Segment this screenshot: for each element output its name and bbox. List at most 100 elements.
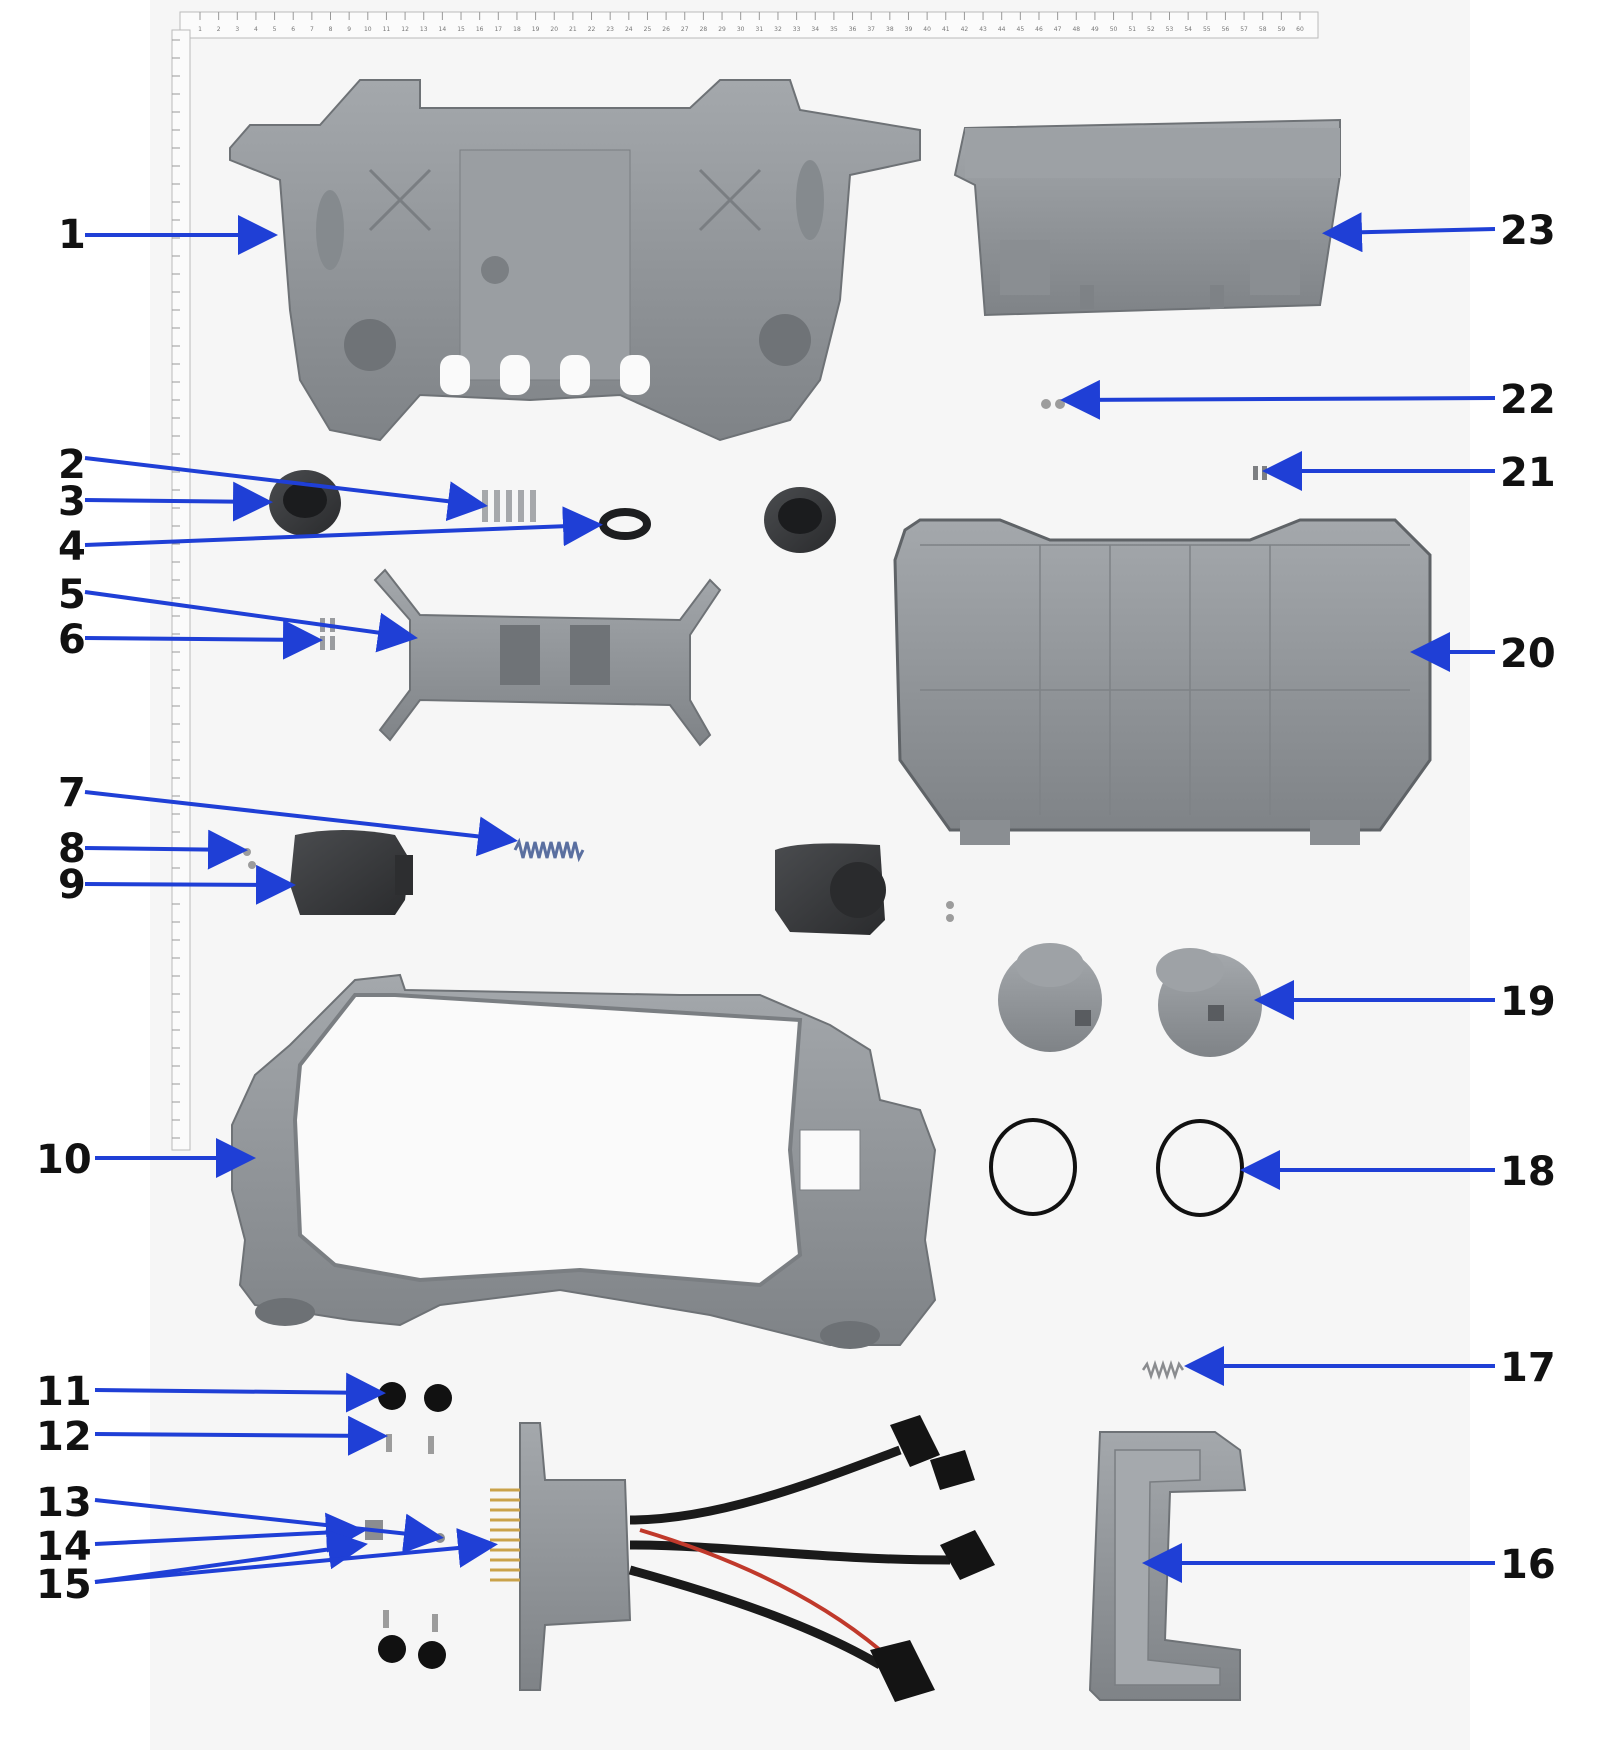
callout-label-15: 15	[36, 1562, 92, 1608]
callout-label-23: 23	[1500, 208, 1556, 254]
callout-label-6: 6	[58, 617, 86, 663]
callout-label-14: 14	[36, 1524, 92, 1570]
ruler-tick-label: 4	[254, 26, 258, 33]
part-1-rear-housing	[229, 79, 921, 442]
callout-label-12: 12	[36, 1414, 92, 1460]
ruler-tick-label: 53	[1166, 26, 1174, 33]
callout-arrow-9	[84, 864, 296, 905]
callout-label-9: 9	[58, 862, 86, 908]
callout-arrow-13	[94, 1498, 444, 1554]
ruler-tick-label: 34	[811, 26, 819, 33]
callout-arrow-11	[94, 1372, 386, 1413]
ruler-tick-label: 40	[923, 26, 931, 33]
ruler-tick-label: 45	[1017, 26, 1025, 33]
ruler-tick-label: 22	[588, 26, 596, 33]
callout-label-3: 3	[58, 479, 86, 525]
ruler-tick-label: 10	[364, 26, 372, 33]
part-12-screws	[383, 1434, 438, 1632]
callout-label-19: 19	[1500, 979, 1556, 1025]
ruler-tick-label: 30	[737, 26, 745, 33]
ruler-tick-label: 7	[310, 26, 314, 33]
part-5-bracket	[373, 568, 722, 747]
callout-arrow-23	[1322, 212, 1496, 253]
ruler-tick-label: 32	[774, 26, 782, 33]
ruler-tick-label: 28	[700, 26, 708, 33]
ruler-tick-label: 42	[961, 26, 969, 33]
ruler-tick-label: 12	[401, 26, 409, 33]
ruler-tick-label: 31	[756, 26, 764, 33]
part-9-cap	[290, 830, 413, 915]
callout-arrow-2	[84, 456, 488, 522]
ruler-tick-label: 26	[662, 26, 670, 33]
callout-label-8: 8	[58, 826, 86, 872]
ruler-tick-label: 18	[513, 26, 521, 33]
ruler-tick-label: 59	[1278, 26, 1286, 33]
callout-arrow-5	[84, 590, 418, 653]
callout-arrow-6	[84, 619, 323, 660]
ruler-tick-label: 57	[1240, 26, 1248, 33]
ruler-tick-label: 1	[198, 26, 202, 33]
callout-arrow-7	[84, 790, 518, 857]
ruler-tick-label: 2	[217, 26, 221, 33]
ruler-tick-label: 14	[439, 26, 447, 33]
callout-arrow-12	[94, 1415, 388, 1456]
ruler-tick-label: 13	[420, 26, 428, 33]
ruler-tick-label: 46	[1035, 26, 1043, 33]
ruler-tick-label: 39	[905, 26, 913, 33]
ruler-tick-label: 16	[476, 26, 484, 33]
callout-label-7: 7	[58, 770, 86, 816]
ruler-tick-label: 21	[569, 26, 577, 33]
part-19-round-caps	[998, 943, 1262, 1057]
part-4-gasket	[599, 508, 651, 540]
ruler-tick-label: 9	[347, 26, 351, 33]
callout-arrow-14	[94, 1512, 366, 1553]
callout-arrow-15	[94, 1528, 498, 1584]
callout-label-17: 17	[1500, 1345, 1556, 1391]
callout-label-5: 5	[58, 572, 86, 618]
part-20-tray	[893, 518, 1432, 845]
callout-label-10: 10	[36, 1137, 92, 1183]
rubber-grommet-duplicate	[764, 487, 836, 553]
ruler-tick-label: 55	[1203, 26, 1211, 33]
ruler-tick-label: 35	[830, 26, 838, 33]
ruler-tick-label: 17	[494, 26, 502, 33]
callout-arrows	[84, 212, 1496, 1584]
ruler-tick-label: 11	[383, 26, 391, 33]
ruler-tick-label: 43	[979, 26, 987, 33]
part-17-spring	[1141, 1360, 1185, 1380]
callout-label-22: 22	[1500, 377, 1556, 423]
part-10-frame	[231, 973, 937, 1349]
cap-duplicate	[775, 843, 886, 935]
ruler-tick-label: 52	[1147, 26, 1155, 33]
ruler-tick-label: 15	[457, 26, 465, 33]
ruler-tick-label: 51	[1128, 26, 1136, 33]
vertical-ruler	[171, 29, 191, 1151]
callout-label-13: 13	[36, 1480, 92, 1526]
callout-arrow-22	[1060, 379, 1496, 420]
ruler-tick-label: 38	[886, 26, 894, 33]
ruler-tick-label: 49	[1091, 26, 1099, 33]
ruler-tick-label: 56	[1222, 26, 1230, 33]
ruler-tick-label: 54	[1184, 26, 1192, 33]
ruler-tick-label: 47	[1054, 26, 1062, 33]
part-15-connector-harness	[490, 1415, 995, 1702]
callout-label-4: 4	[58, 524, 86, 570]
ruler-tick-label: 58	[1259, 26, 1267, 33]
callout-label-11: 11	[36, 1369, 92, 1415]
ruler-tick-label: 50	[1110, 26, 1118, 33]
ruler-tick-label: 8	[329, 26, 333, 33]
ruler-tick-label: 23	[606, 26, 614, 33]
part-23-top-cover	[953, 118, 1341, 317]
part-7-spring	[513, 837, 585, 863]
ruler-tick-label: 48	[1072, 26, 1080, 33]
ruler-tick-label: 33	[793, 26, 801, 33]
ruler-tick-label: 5	[273, 26, 277, 33]
ruler-tick-label: 25	[644, 26, 652, 33]
callout-label-1: 1	[58, 212, 86, 258]
callout-arrow-15	[94, 1529, 368, 1584]
ruler-tick-label: 36	[849, 26, 857, 33]
callout-label-16: 16	[1500, 1542, 1556, 1588]
